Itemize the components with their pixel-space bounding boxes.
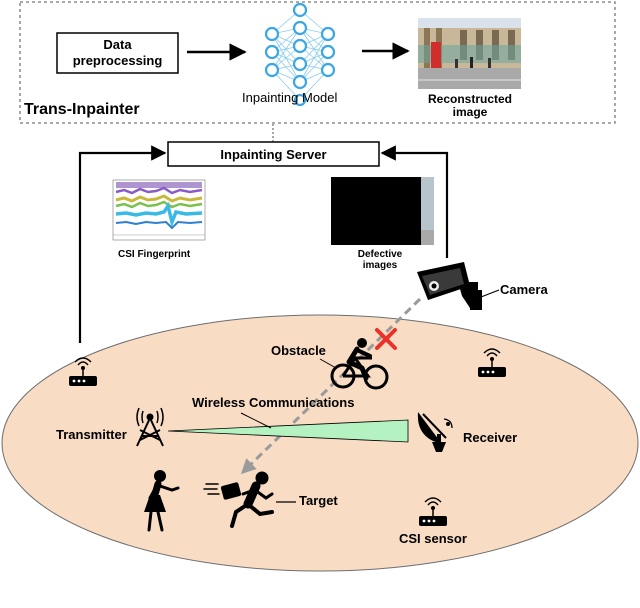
transmitter-tower-icon — [136, 407, 164, 447]
camera-label: Camera — [500, 282, 548, 297]
camera-sight-line — [240, 297, 422, 475]
wireless-label-pointer — [240, 412, 272, 429]
blocked-x-icon — [375, 328, 397, 350]
csi-fingerprint-label: CSI Fingerprint — [118, 249, 191, 260]
inpainting-model-label: Inpainting Model — [242, 90, 338, 105]
feedback-line-right — [380, 145, 449, 258]
neural-network-icon — [264, 2, 336, 107]
defective-images-label: Defective images — [357, 249, 403, 271]
trans-inpainter-frame — [19, 1, 616, 124]
receiver-label: Receiver — [463, 430, 518, 445]
defective-image — [331, 177, 434, 245]
csi-sensor-label: CSI sensor — [399, 531, 467, 546]
wireless-beam — [167, 419, 409, 443]
csi-sensor-router-icon — [419, 497, 447, 526]
person-icon — [144, 470, 180, 532]
running-target-icon — [203, 471, 274, 528]
wireless-communications-label: Wireless Communications — [192, 395, 355, 410]
inpainting-server-box — [167, 141, 380, 167]
obstacle-label: Obstacle — [271, 343, 326, 358]
reconstructed-image — [418, 18, 521, 89]
reconstructed-image-label: Reconstructed image — [427, 92, 513, 120]
camera-label-pointer — [480, 289, 500, 298]
data-preprocessing-box — [56, 32, 179, 74]
target-label: Target — [299, 493, 338, 508]
feedback-line-left — [78, 145, 167, 343]
data-preprocessing-label: Data preprocessing — [72, 37, 163, 68]
inpainting-server-label: Inpainting Server — [220, 146, 327, 162]
router-icon-left — [69, 357, 97, 386]
receiver-dish-icon — [417, 412, 453, 452]
trans-inpainter-title: Trans-Inpainter — [24, 101, 140, 118]
router-icon-right — [478, 348, 506, 377]
transmitter-label: Transmitter — [56, 427, 127, 442]
bicycle-obstacle-icon — [330, 338, 389, 390]
obstacle-label-pointer — [319, 358, 337, 369]
csi-fingerprint-plot — [112, 179, 206, 241]
camera-icon — [417, 262, 482, 310]
